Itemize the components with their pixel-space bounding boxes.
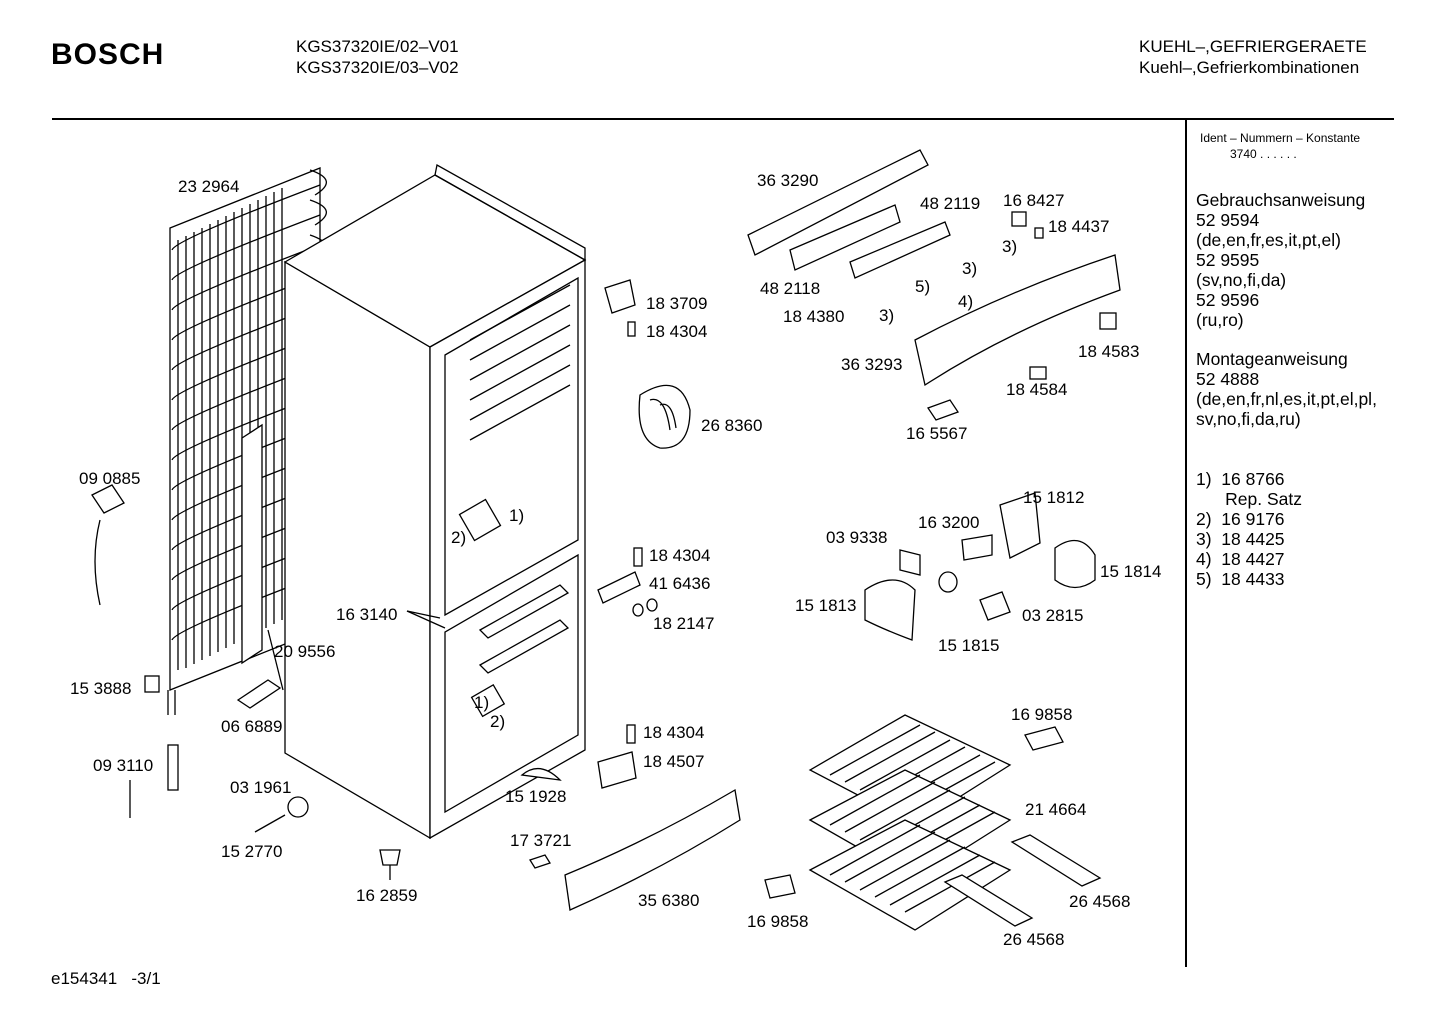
note-callout: 3) (879, 306, 895, 325)
part-label: 03 1961 (230, 778, 292, 797)
note-callout: 5) (915, 277, 931, 296)
note-callout: 2) (490, 712, 506, 731)
part-label: 16 3140 (336, 605, 398, 624)
part-label: 06 6889 (221, 717, 283, 736)
part-label: 36 3290 (757, 171, 819, 190)
part-label: 48 2119 (920, 194, 981, 213)
part-label: 36 3293 (841, 355, 903, 374)
model-number-1: KGS37320IE/02–V01 (296, 37, 459, 56)
part-label: 15 1814 (1100, 562, 1162, 581)
part-label: 41 6436 (649, 574, 711, 593)
small-parts (91, 279, 741, 911)
note-line: 3) 18 4425 (1196, 529, 1285, 549)
part-label: 15 2770 (221, 842, 283, 861)
part-label: 03 2815 (1022, 606, 1084, 625)
part-label: 35 6380 (638, 891, 700, 910)
montage-langs-a: (de,en,fr,nl,es,it,pt,el,pl, (1196, 389, 1377, 409)
note-callout: 2) (451, 528, 467, 547)
montage-langs-b: sv,no,fi,da,ru) (1196, 409, 1301, 429)
part-label: 18 4304 (643, 723, 705, 742)
part-label: 18 4304 (646, 322, 708, 341)
gebrauch-langs-1: (de,en,fr,es,it,pt,el) (1196, 230, 1341, 250)
part-label: 09 3110 (93, 756, 154, 775)
document-id: e154341 -3/1 (51, 969, 161, 988)
note-callout: 1) (474, 693, 490, 712)
part-label: 16 2859 (356, 886, 418, 905)
part-label: 16 3200 (918, 513, 980, 532)
part-label: 18 4380 (783, 307, 845, 326)
gebrauch-langs-2: (sv,no,fi,da) (1196, 270, 1287, 290)
rail-strip (241, 423, 284, 691)
control-panel (747, 149, 1121, 421)
gebrauch-langs-3: (ru,ro) (1196, 310, 1244, 330)
part-label: 18 3709 (646, 294, 708, 313)
brand-logo: BOSCH (51, 38, 165, 71)
part-label: 26 4568 (1069, 892, 1131, 911)
note-callout: 1) (509, 506, 525, 525)
part-label: 15 1815 (938, 636, 1000, 655)
note-callout: 3) (962, 259, 978, 278)
part-label: 16 9858 (747, 912, 809, 931)
note-callout: 4) (958, 292, 974, 311)
evaporator-grids (764, 714, 1102, 931)
part-label: 18 4507 (643, 752, 705, 771)
part-label: 23 2964 (178, 177, 240, 196)
montage-number: 52 4888 (1196, 369, 1260, 389)
gebrauch-number-3: 52 9596 (1196, 290, 1260, 310)
sidebar-divider (1185, 120, 1187, 967)
part-label: 16 9858 (1011, 705, 1073, 724)
part-label: 48 2118 (760, 279, 821, 298)
ident-title: Ident – Nummern – Konstante (1200, 131, 1361, 145)
category-subtitle: Kuehl–,Gefrierkombinationen (1139, 58, 1360, 77)
part-label: 03 9338 (826, 528, 888, 547)
part-label: 16 8427 (1003, 191, 1065, 210)
category-title: KUEHL–,GEFRIERGERAETE (1139, 37, 1367, 56)
part-label: 18 4437 (1048, 217, 1110, 236)
montage-title: Montageanweisung (1196, 349, 1348, 369)
part-label: 09 0885 (79, 469, 141, 488)
part-label: 15 1812 (1023, 488, 1085, 507)
note-line: Rep. Satz (1196, 489, 1303, 509)
header-divider (52, 118, 1394, 120)
part-label: 21 4664 (1025, 800, 1087, 819)
cabinet-body (283, 163, 587, 840)
gebrauch-number-1: 52 9594 (1196, 210, 1260, 230)
part-label: 16 5567 (906, 424, 968, 443)
lamp-components (864, 492, 1096, 641)
model-number-2: KGS37320IE/03–V02 (296, 58, 459, 77)
part-label: 26 8360 (701, 416, 763, 435)
ident-value: 3740 . . . . . . (1230, 147, 1297, 161)
note-line: 2) 16 9176 (1196, 509, 1285, 529)
gebrauch-number-2: 52 9595 (1196, 250, 1260, 270)
part-label: 20 9556 (274, 642, 336, 661)
part-label: 15 1928 (505, 787, 567, 806)
part-label: 18 4584 (1006, 380, 1068, 399)
note-line: 4) 18 4427 (1196, 549, 1285, 569)
note-line: 1) 16 8766 (1196, 469, 1285, 489)
part-label: 18 2147 (653, 614, 715, 633)
part-label: 17 3721 (510, 831, 572, 850)
note-line: 5) 18 4433 (1196, 569, 1285, 589)
part-label: 15 1813 (795, 596, 857, 615)
part-label: 15 3888 (70, 679, 132, 698)
part-label: 18 4583 (1078, 342, 1140, 361)
note-callout: 3) (1002, 237, 1018, 256)
part-label: 18 4304 (649, 546, 711, 565)
gebrauch-title: Gebrauchsanweisung (1196, 190, 1366, 210)
part-label: 26 4568 (1003, 930, 1065, 949)
